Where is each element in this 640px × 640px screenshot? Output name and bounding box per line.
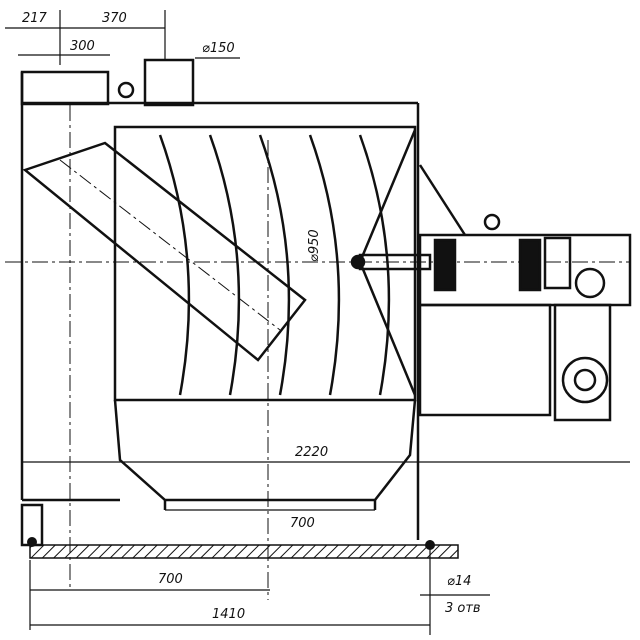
- center-lines: [5, 105, 630, 600]
- bottom-dimensions: [22, 461, 630, 635]
- dim-drum-diameter: ⌀950: [307, 229, 322, 262]
- dim-1410: 1410: [212, 607, 245, 622]
- dryer-body: [20, 58, 501, 547]
- dim-300: 300: [70, 39, 95, 54]
- dim-pipe-diameter: ⌀150: [202, 41, 235, 56]
- dim-217: 217: [22, 11, 48, 26]
- drive-assembly: [350, 164, 632, 422]
- dim-bolt-count: 3 отв: [445, 601, 481, 616]
- top-dimensions: [5, 10, 240, 65]
- feed-chute: [22, 141, 307, 362]
- dim-bolt-diameter: ⌀14: [447, 574, 471, 589]
- dim-700-support: 700: [158, 572, 183, 587]
- floor-foundation: [29, 544, 459, 559]
- dim-370: 370: [102, 11, 127, 26]
- dim-2220: 2220: [295, 445, 328, 460]
- dim-700-hopper: 700: [290, 516, 315, 531]
- drum-flights: [158, 129, 417, 396]
